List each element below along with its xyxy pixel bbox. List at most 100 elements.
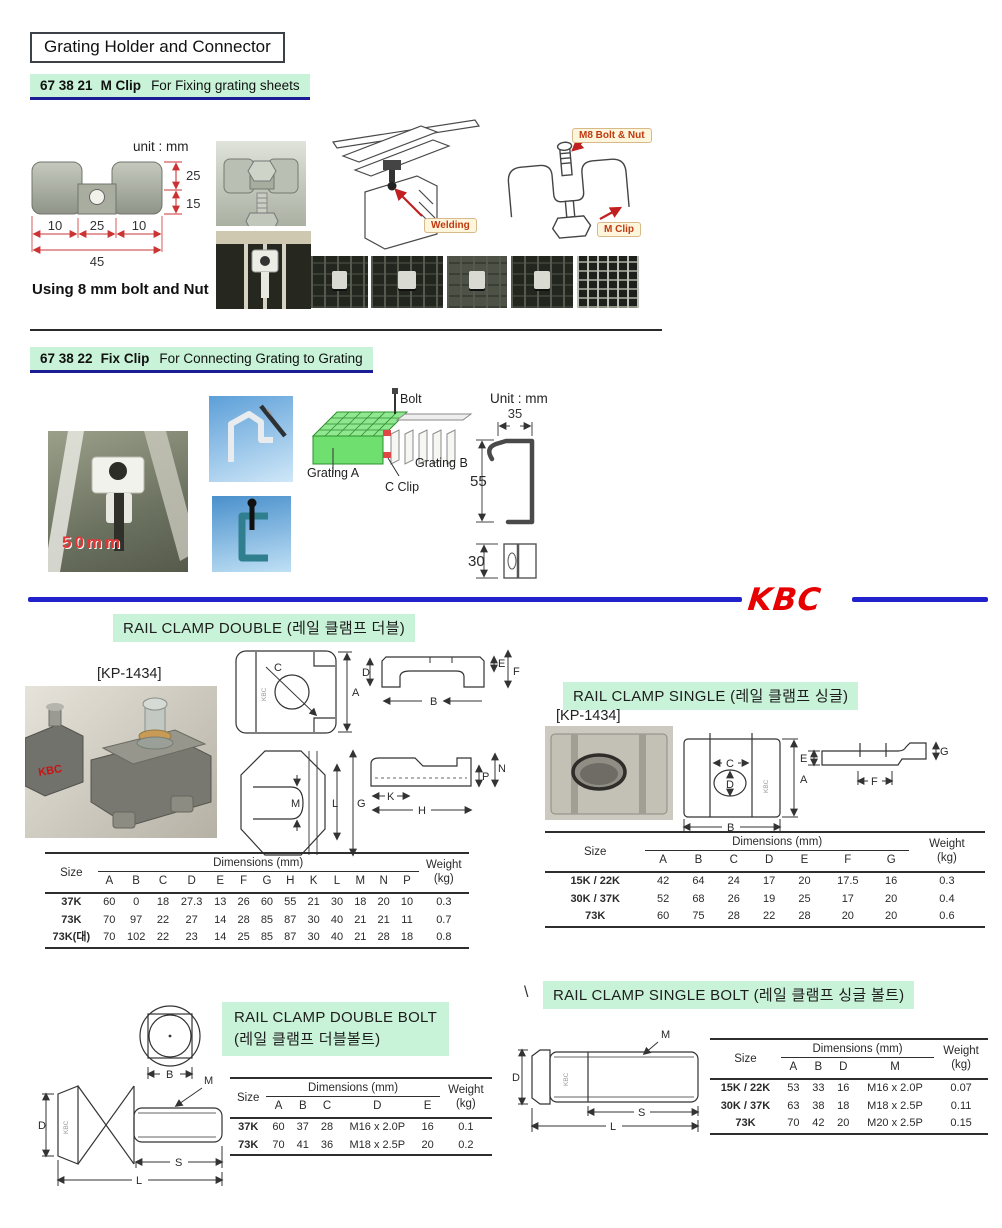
value-cell: 0.7 (436, 913, 452, 926)
value-cell: 21 (354, 931, 367, 944)
size-cell: 37K (238, 1120, 259, 1133)
bolt-note: Using 8 mm bolt and Nut (32, 281, 209, 298)
header-prefix-mark: \ (524, 984, 529, 1001)
rail-clamp-double-bolt-header: RAIL CLAMP DOUBLE BOLT (레일 클램프 더블볼트) (222, 1002, 450, 1056)
value-cell: 70 (272, 1138, 285, 1151)
value-cell: 10 (400, 895, 414, 908)
c-clip-mark-top (383, 430, 391, 436)
value-cell: 16 (421, 1120, 434, 1133)
grating-assembly-lines (331, 119, 481, 250)
rail-clamp-double-header: RAIL CLAMP DOUBLE (레일 클램프 더블) (113, 614, 416, 642)
value-cell: 21 (354, 913, 367, 926)
value-cell: 37 (296, 1120, 309, 1133)
weight-header: Weight (kg) (418, 853, 469, 894)
dim-10-right: 10 (132, 218, 146, 233)
letter-s: S (638, 1107, 645, 1119)
value-cell: 0 (133, 895, 140, 908)
value-cell: 21 (377, 913, 390, 926)
c-clip-leader (387, 457, 400, 477)
weight-label: Weight (943, 1045, 979, 1058)
clip-detail (533, 270, 551, 290)
value-cell: 0.3 (939, 874, 955, 887)
value-cell: 52 (656, 892, 670, 905)
profile-dims (366, 649, 512, 705)
value-cell: 30 (307, 913, 320, 926)
value-cell: 55 (284, 895, 297, 908)
section-name: M Clip (100, 78, 142, 93)
dim-35: 35 (508, 406, 522, 421)
section-header-m-clip: 67 38 21 M Clip For Fixing grating sheets (30, 74, 310, 100)
value-cell: 27 (185, 913, 198, 926)
dim-column-header: B (805, 1057, 831, 1080)
m8-bolt-callout: M8 Bolt & Nut (572, 128, 652, 143)
m-clip-dimension-drawing: 25 15 10 25 10 45 (31, 161, 200, 269)
section-code: 67 38 21 (40, 78, 93, 93)
value-cell: 87 (284, 931, 297, 944)
value-cell: 40 (330, 931, 344, 944)
value-cell: 16 (885, 874, 898, 887)
weight-unit: (kg) (937, 851, 957, 864)
grating-photo-1 (311, 256, 368, 308)
letter-f: F (871, 776, 878, 788)
value-cell: 17.5 (837, 874, 859, 887)
value-cell: 0.4 (939, 892, 955, 905)
letter-d: D (512, 1072, 520, 1084)
grating-photo-3 (447, 256, 507, 308)
size-cell: 30K / 37K (570, 892, 620, 905)
letter-l: L (332, 798, 338, 810)
weight-label: Weight (929, 838, 965, 851)
value-cell: 14 (214, 913, 227, 926)
section-divider (30, 329, 662, 331)
value-cell: 30 (307, 931, 320, 944)
m-clip-callout: M Clip (597, 222, 641, 237)
value-cell: 25 (798, 892, 811, 905)
welding-callout: Welding (424, 218, 477, 233)
grating-photo-5 (577, 256, 639, 308)
letter-p: P (482, 771, 489, 783)
rcd-plan2-drawing: M L G (240, 749, 366, 857)
weight-label: Weight (426, 859, 462, 872)
size-cell: 15K / 22K (720, 1081, 771, 1094)
weight-header: Weight (kg) (908, 832, 985, 873)
value-cell: 60 (103, 895, 116, 908)
clip-and-bolt (383, 160, 401, 191)
value-cell: 38 (812, 1099, 825, 1112)
grating-connection-diagram: Bolt Grating A C Clip Grating B (303, 386, 483, 500)
value-cell: 28 (320, 1120, 334, 1133)
value-cell: 33 (812, 1081, 825, 1094)
grating-grid-lines (319, 411, 401, 437)
m-clip-bolt-shape (223, 158, 299, 226)
letter-b: B (430, 696, 437, 708)
value-cell: 20 (421, 1138, 434, 1151)
size-header: Size (230, 1078, 267, 1119)
section-desc: For Fixing grating sheets (151, 78, 300, 93)
value-cell: 20 (885, 910, 898, 923)
letter-c: C (274, 662, 282, 674)
value-cell: 18 (354, 895, 367, 908)
page-title: Grating Holder and Connector (30, 32, 285, 63)
dim-column-header: E (786, 850, 823, 873)
welding-drawing (331, 119, 481, 250)
letter-c: C (726, 758, 734, 770)
rcd-profile2-drawing: K H P N (370, 752, 505, 817)
dimensions-header: Dimensions (mm) (97, 853, 419, 873)
m-clip-photo-bolt (216, 141, 306, 226)
dim-column-header: C (151, 871, 175, 894)
rail-clamp-single-header: RAIL CLAMP SINGLE (레일 클램프 싱글) (563, 682, 859, 710)
dim-column-header: G (255, 871, 279, 894)
fix-clip-photo-shapes (48, 431, 188, 572)
clip-detail (332, 270, 347, 290)
dim-column-header: M (855, 1057, 935, 1080)
value-cell: 87 (284, 913, 297, 926)
value-cell: 0.1 (458, 1120, 474, 1133)
letter-d: D (726, 779, 734, 791)
value-cell: 0.8 (436, 931, 452, 944)
dim-column-header: D (751, 850, 787, 873)
value-cell: 70 (787, 1117, 800, 1130)
